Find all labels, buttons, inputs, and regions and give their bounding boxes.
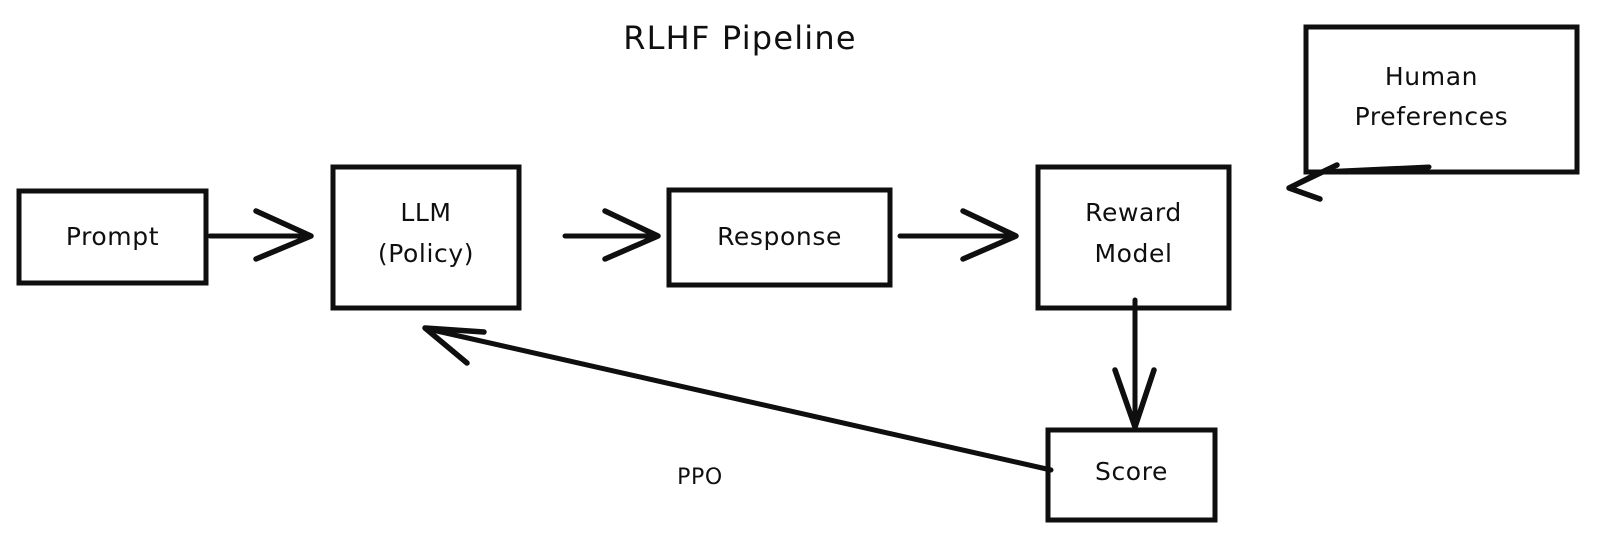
node-human-preferences[interactable]: Human Preferences <box>1303 24 1580 175</box>
node-prompt-box[interactable] <box>16 188 209 286</box>
edge-score-to-llm-ppo-line <box>425 326 1054 473</box>
edge-label-ppo: PPO <box>677 465 723 490</box>
node-llm-policy[interactable]: LLM (Policy) <box>330 164 522 311</box>
node-llm-policy-label-line1: LLM <box>400 198 451 227</box>
node-reward-model-box[interactable] <box>1035 164 1232 311</box>
node-prompt[interactable]: Prompt <box>16 188 209 286</box>
node-response[interactable]: Response <box>666 187 893 288</box>
node-human-preferences-label-line1: Human <box>1385 62 1478 91</box>
edge-human-preferences-to-reward-model-arrowhead <box>1286 162 1340 202</box>
node-reward-model-label-line2: Model <box>1094 239 1172 268</box>
node-llm-policy-label-line2: (Policy) <box>378 239 474 268</box>
edge-reward-model-to-score <box>1112 297 1157 430</box>
node-score-box[interactable] <box>1045 427 1218 523</box>
page-title: RLHF Pipeline <box>623 19 857 57</box>
edge-prompt-to-llm <box>207 208 314 262</box>
edge-human-preferences-to-reward-model <box>1286 162 1432 202</box>
node-human-preferences-label-line2: Preferences <box>1355 102 1509 131</box>
node-response-box[interactable] <box>666 187 893 288</box>
edge-llm-to-response <box>562 208 661 262</box>
edge-prompt-to-llm-arrowhead <box>253 208 314 262</box>
node-prompt-label: Prompt <box>66 222 159 251</box>
edge-llm-to-response-arrowhead <box>602 208 661 262</box>
node-llm-policy-box[interactable] <box>330 164 522 311</box>
edge-score-to-llm-ppo: PPO <box>422 325 1054 490</box>
node-score-label: Score <box>1095 457 1168 486</box>
edge-response-to-reward-model <box>897 208 1019 262</box>
edge-reward-model-to-score-arrowhead <box>1112 367 1157 430</box>
node-score[interactable]: Score <box>1045 427 1218 523</box>
node-response-label: Response <box>717 222 842 251</box>
edge-response-to-reward-model-arrowhead <box>960 208 1019 262</box>
edge-score-to-llm-ppo-arrowhead <box>422 325 487 366</box>
node-reward-model[interactable]: Reward Model <box>1035 164 1232 311</box>
node-reward-model-label-line1: Reward <box>1085 198 1182 227</box>
node-human-preferences-box[interactable] <box>1303 24 1580 175</box>
